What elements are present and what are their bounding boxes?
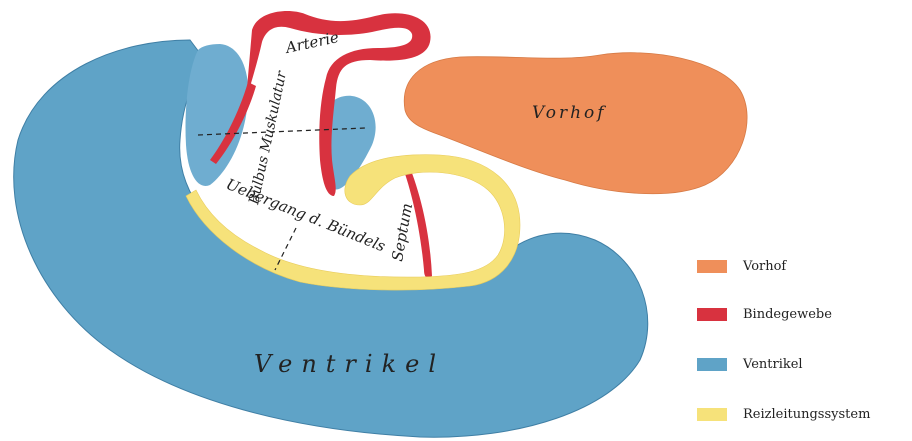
legend-label-bindegewebe: Bindegewebe xyxy=(743,307,832,322)
legend-label-vorhof: Vorhof xyxy=(743,259,786,274)
legend-label-reizleitungssystem: Reizleitungssystem xyxy=(743,407,870,422)
legend-label-ventrikel: Ventrikel xyxy=(743,357,803,372)
label-vorhof: Vorhof xyxy=(532,103,607,123)
legend-swatch-reizleitungssystem xyxy=(697,408,727,421)
label-ventrikel: Ventrikel xyxy=(254,350,445,378)
legend-swatch-ventrikel xyxy=(697,358,727,371)
legend-swatch-bindegewebe xyxy=(697,308,727,321)
legend-item-bindegewebe: Bindegewebe xyxy=(697,304,832,324)
legend-item-vorhof: Vorhof xyxy=(697,256,786,276)
legend-swatch-vorhof xyxy=(697,260,727,273)
legend-item-ventrikel: Ventrikel xyxy=(697,354,803,374)
legend-item-reizleitungssystem: Reizleitungssystem xyxy=(697,404,870,424)
